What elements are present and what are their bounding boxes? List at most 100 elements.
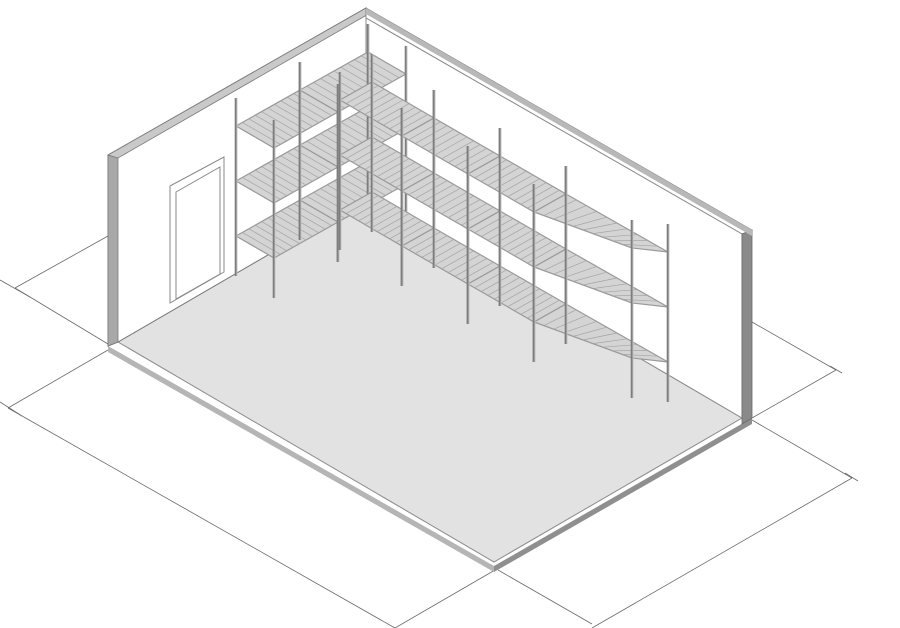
shelf-wire	[622, 354, 658, 357]
shelf-wire	[274, 104, 313, 127]
shelf-wire	[543, 199, 577, 216]
shelf-wire	[352, 198, 385, 218]
shelf-wire	[274, 159, 313, 182]
shelf-wire	[261, 111, 300, 134]
shelf-wire	[287, 151, 326, 175]
shelf-wire	[448, 199, 481, 218]
shelf-wire	[261, 166, 300, 189]
shelf-wire	[553, 260, 587, 275]
shelf-wire	[261, 221, 300, 244]
shelf-wire	[553, 315, 587, 330]
dim-left-depth	[0, 235, 109, 345]
shelf-wire	[383, 106, 416, 126]
shelf-wire	[481, 273, 514, 292]
shelf-wire	[500, 229, 534, 249]
shelf-wire	[441, 140, 474, 160]
shelf-unit-6	[532, 166, 670, 402]
shelf-wire	[370, 154, 404, 174]
shelf-wire	[248, 228, 287, 252]
shelf-wire	[415, 235, 448, 254]
shelf-wire	[592, 283, 628, 289]
shelf-wire	[454, 203, 487, 222]
shelf-wire	[364, 206, 397, 225]
shelf-wire	[500, 284, 534, 304]
shelf-wire	[573, 216, 607, 227]
shelf-wire	[507, 178, 540, 198]
shelf-wire	[352, 143, 385, 163]
shelf-wire	[370, 99, 404, 119]
dim-right-depth	[751, 321, 843, 419]
shelf-wire	[389, 165, 422, 185]
shelf-wire	[520, 241, 553, 260]
shelf-wire	[434, 136, 468, 156]
shelf-wire	[389, 220, 422, 240]
shelf-wire	[582, 277, 618, 286]
dimension-lines	[0, 235, 859, 628]
shelf-wire	[383, 216, 416, 236]
shelf-wire	[520, 186, 553, 205]
shelf-wire	[448, 144, 481, 163]
shelf-wire	[514, 292, 547, 311]
shelf-wire	[383, 161, 416, 181]
shelf-wire	[415, 180, 448, 199]
shelf-wire	[248, 173, 287, 197]
shelf-wire	[454, 258, 487, 277]
shelf-wire	[434, 191, 468, 211]
shelf-wire	[481, 218, 514, 237]
shelf-wire	[434, 246, 468, 266]
shelf-wire	[347, 173, 386, 196]
dim-right-width	[497, 419, 859, 628]
shelf-wire	[274, 214, 313, 237]
shelf-wire	[582, 332, 618, 341]
shelf-wire	[377, 158, 410, 177]
shelf-wire	[553, 205, 587, 220]
shelf-wire	[487, 222, 520, 241]
shelf-wire	[563, 321, 597, 334]
shelf-wire	[358, 202, 391, 222]
shelf-wire	[582, 222, 618, 231]
shelf-wire	[520, 296, 553, 315]
floor-edge-right	[494, 418, 752, 572]
shelf-wire	[622, 244, 658, 247]
shelf-wire	[377, 103, 410, 122]
shelf-wire	[622, 299, 658, 302]
shelf-unit-2	[298, 24, 408, 262]
shelf-wire	[592, 228, 628, 234]
shelf-wire	[377, 213, 410, 232]
shelf-wire	[347, 118, 386, 141]
shelf-wire	[481, 163, 514, 182]
shelf-wire	[563, 266, 597, 279]
shelf-wire	[415, 125, 448, 144]
shelf-wire	[448, 254, 481, 273]
shelf-wire	[370, 209, 404, 229]
shelf-wire	[358, 147, 391, 167]
shelf-wire	[454, 148, 487, 167]
shelf-wire	[287, 206, 326, 230]
dim-left-width	[0, 349, 496, 628]
shelf-wire	[543, 309, 577, 326]
shelf-wire	[364, 96, 397, 115]
shelf-wire	[352, 88, 385, 108]
shelf-wire	[421, 239, 454, 258]
shelf-wire	[592, 338, 628, 344]
shelf-wire	[543, 254, 577, 271]
shelf-wire	[573, 326, 607, 337]
shelf-wire	[248, 118, 287, 142]
shelf-wire	[347, 63, 386, 86]
shelf-wire	[500, 174, 534, 194]
shelf-wire	[487, 167, 520, 186]
shelf-wire	[514, 182, 547, 201]
shelf-wire	[514, 237, 547, 256]
shelf-wire	[287, 96, 326, 120]
shelf-wire	[358, 92, 391, 112]
shelving	[234, 24, 670, 402]
floor-edge-left	[108, 346, 494, 572]
shelf-wire	[573, 271, 607, 282]
shelf-wire	[421, 129, 454, 148]
shelf-wire	[487, 277, 520, 296]
shelf-wire	[364, 151, 397, 170]
shelf-wire	[389, 110, 422, 130]
shelf-wire	[421, 184, 454, 203]
door	[169, 156, 225, 304]
